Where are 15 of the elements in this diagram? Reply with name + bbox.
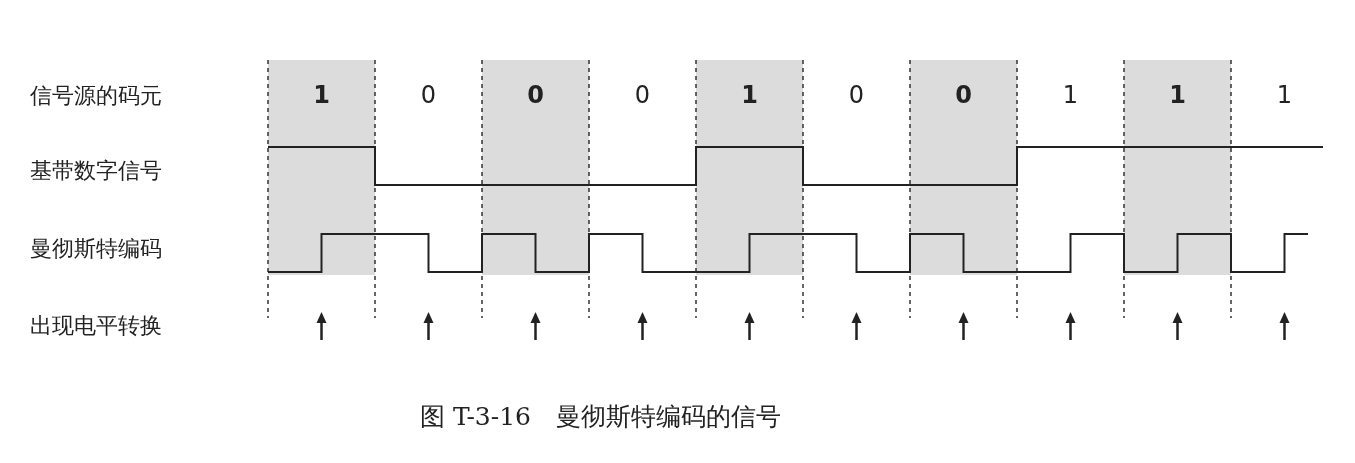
bit-value: 0 <box>847 83 866 107</box>
bit-value: 1 <box>740 83 759 107</box>
bit-value: 0 <box>633 83 652 107</box>
bit-value: 1 <box>1061 83 1080 107</box>
row-label: 出现电平转换 <box>30 315 162 337</box>
bit-value: 0 <box>419 83 438 107</box>
row-label: 信号源的码元 <box>30 85 162 107</box>
caption: 图 T-3-16 曼彻斯特编码的信号 <box>420 401 781 433</box>
row-label: 基带数字信号 <box>30 160 162 182</box>
bit-value: 0 <box>526 83 545 107</box>
bit-value: 1 <box>312 83 331 107</box>
bit-value: 1 <box>1275 83 1294 107</box>
bit-value: 0 <box>954 83 973 107</box>
row-label: 曼彻斯特编码 <box>30 238 162 260</box>
bit-value: 1 <box>1168 83 1187 107</box>
